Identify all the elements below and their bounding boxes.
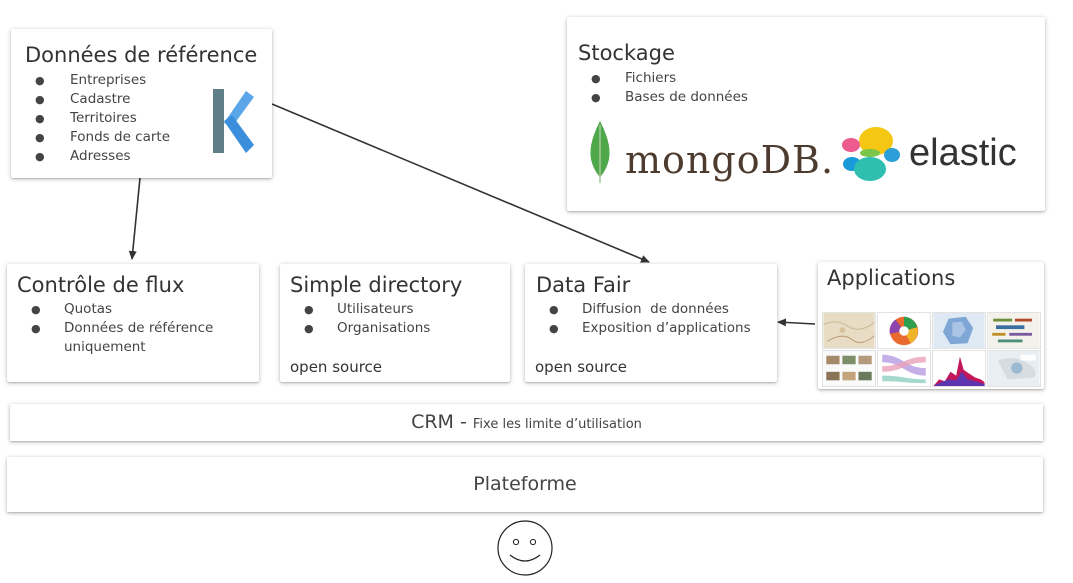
crm-description: Fixe les limite d’utilisation bbox=[472, 417, 642, 432]
flux-control-card: Contrôle de flux ●Quotas ●Données de réf… bbox=[7, 264, 259, 382]
arrow-applications-to-datafair bbox=[777, 318, 816, 327]
app-thumbnail-map-tan bbox=[822, 312, 876, 349]
elastic-logo-icon bbox=[842, 127, 900, 181]
simple-directory-title: Simple directory bbox=[290, 273, 463, 297]
list-item: ●Diffusion de données bbox=[549, 301, 729, 317]
list-item: ●Exposition d’applications bbox=[549, 320, 751, 336]
app-thumbnail-sunburst bbox=[877, 312, 931, 349]
reference-data-title: Données de référence bbox=[25, 43, 258, 67]
data-fair-title: Data Fair bbox=[536, 273, 631, 297]
list-item: ●Bases de données bbox=[591, 89, 748, 105]
flux-control-list: ●Quotas ●Données de référence uniquement bbox=[31, 300, 254, 357]
data-fair-card: Data Fair ●Diffusion de données ●Exposit… bbox=[525, 264, 777, 382]
data-fair-list: ●Diffusion de données ●Exposition d’appl… bbox=[549, 300, 751, 338]
mongodb-logo-text: mongoDB. bbox=[625, 138, 835, 182]
list-item: ●Fonds de carte bbox=[35, 129, 171, 145]
elastic-logo-text: elastic bbox=[909, 132, 1017, 174]
list-item: ●Fichiers bbox=[591, 70, 677, 86]
platform-bar: Plateforme bbox=[7, 457, 1043, 512]
list-item: ●Territoires bbox=[35, 110, 137, 126]
crm-bar: CRM - Fixe les limite d’utilisation bbox=[10, 404, 1043, 441]
reference-data-list: ●Entreprises ●Cadastre ●Territoires ●Fon… bbox=[35, 71, 170, 166]
list-item: ●Quotas bbox=[31, 301, 113, 317]
applications-title: Applications bbox=[827, 266, 956, 290]
list-item: ●Organisations bbox=[304, 320, 431, 336]
crm-label: CRM - Fixe les limite d’utilisation bbox=[411, 411, 642, 433]
storage-list: ●Fichiers ●Bases de données bbox=[591, 69, 748, 107]
app-thumbnail-sankey bbox=[877, 350, 931, 387]
applications-card: Applications bbox=[818, 262, 1044, 389]
simple-directory-license: open source bbox=[290, 358, 383, 376]
reference-data-card: Données de référence ●Entreprises ●Cadas… bbox=[11, 29, 272, 178]
list-item: ●Adresses bbox=[35, 148, 131, 164]
platform-label: Plateforme bbox=[473, 473, 577, 495]
app-thumbnail-area-chart bbox=[932, 350, 986, 387]
applications-thumbnails bbox=[822, 312, 1042, 388]
list-item: ●Entreprises bbox=[35, 72, 147, 88]
smiley-face-icon bbox=[497, 520, 553, 576]
simple-directory-list: ●Utilisateurs ●Organisations bbox=[304, 300, 430, 338]
storage-card: Stockage ●Fichiers ●Bases de données mon… bbox=[567, 17, 1045, 211]
storage-title: Stockage bbox=[578, 41, 675, 65]
flux-control-title: Contrôle de flux bbox=[17, 273, 185, 297]
app-thumbnail-photos bbox=[822, 350, 876, 387]
app-thumbnail-map-blue bbox=[932, 312, 986, 349]
list-item: ●Données de référence uniquement bbox=[31, 320, 214, 355]
list-item: ●Cadastre bbox=[35, 91, 131, 107]
arrow-reference-to-flux bbox=[128, 177, 141, 260]
mongodb-leaf-icon bbox=[590, 121, 610, 183]
arrow-reference-to-datafair bbox=[271, 103, 650, 263]
list-item: ●Utilisateurs bbox=[304, 301, 414, 317]
data-fair-license: open source bbox=[535, 358, 628, 376]
app-thumbnail-wordcloud bbox=[987, 312, 1041, 349]
simple-directory-card: Simple directory ●Utilisateurs ●Organisa… bbox=[280, 264, 510, 382]
app-thumbnail-map-light bbox=[987, 350, 1041, 387]
koumoul-logo-icon bbox=[213, 89, 254, 153]
